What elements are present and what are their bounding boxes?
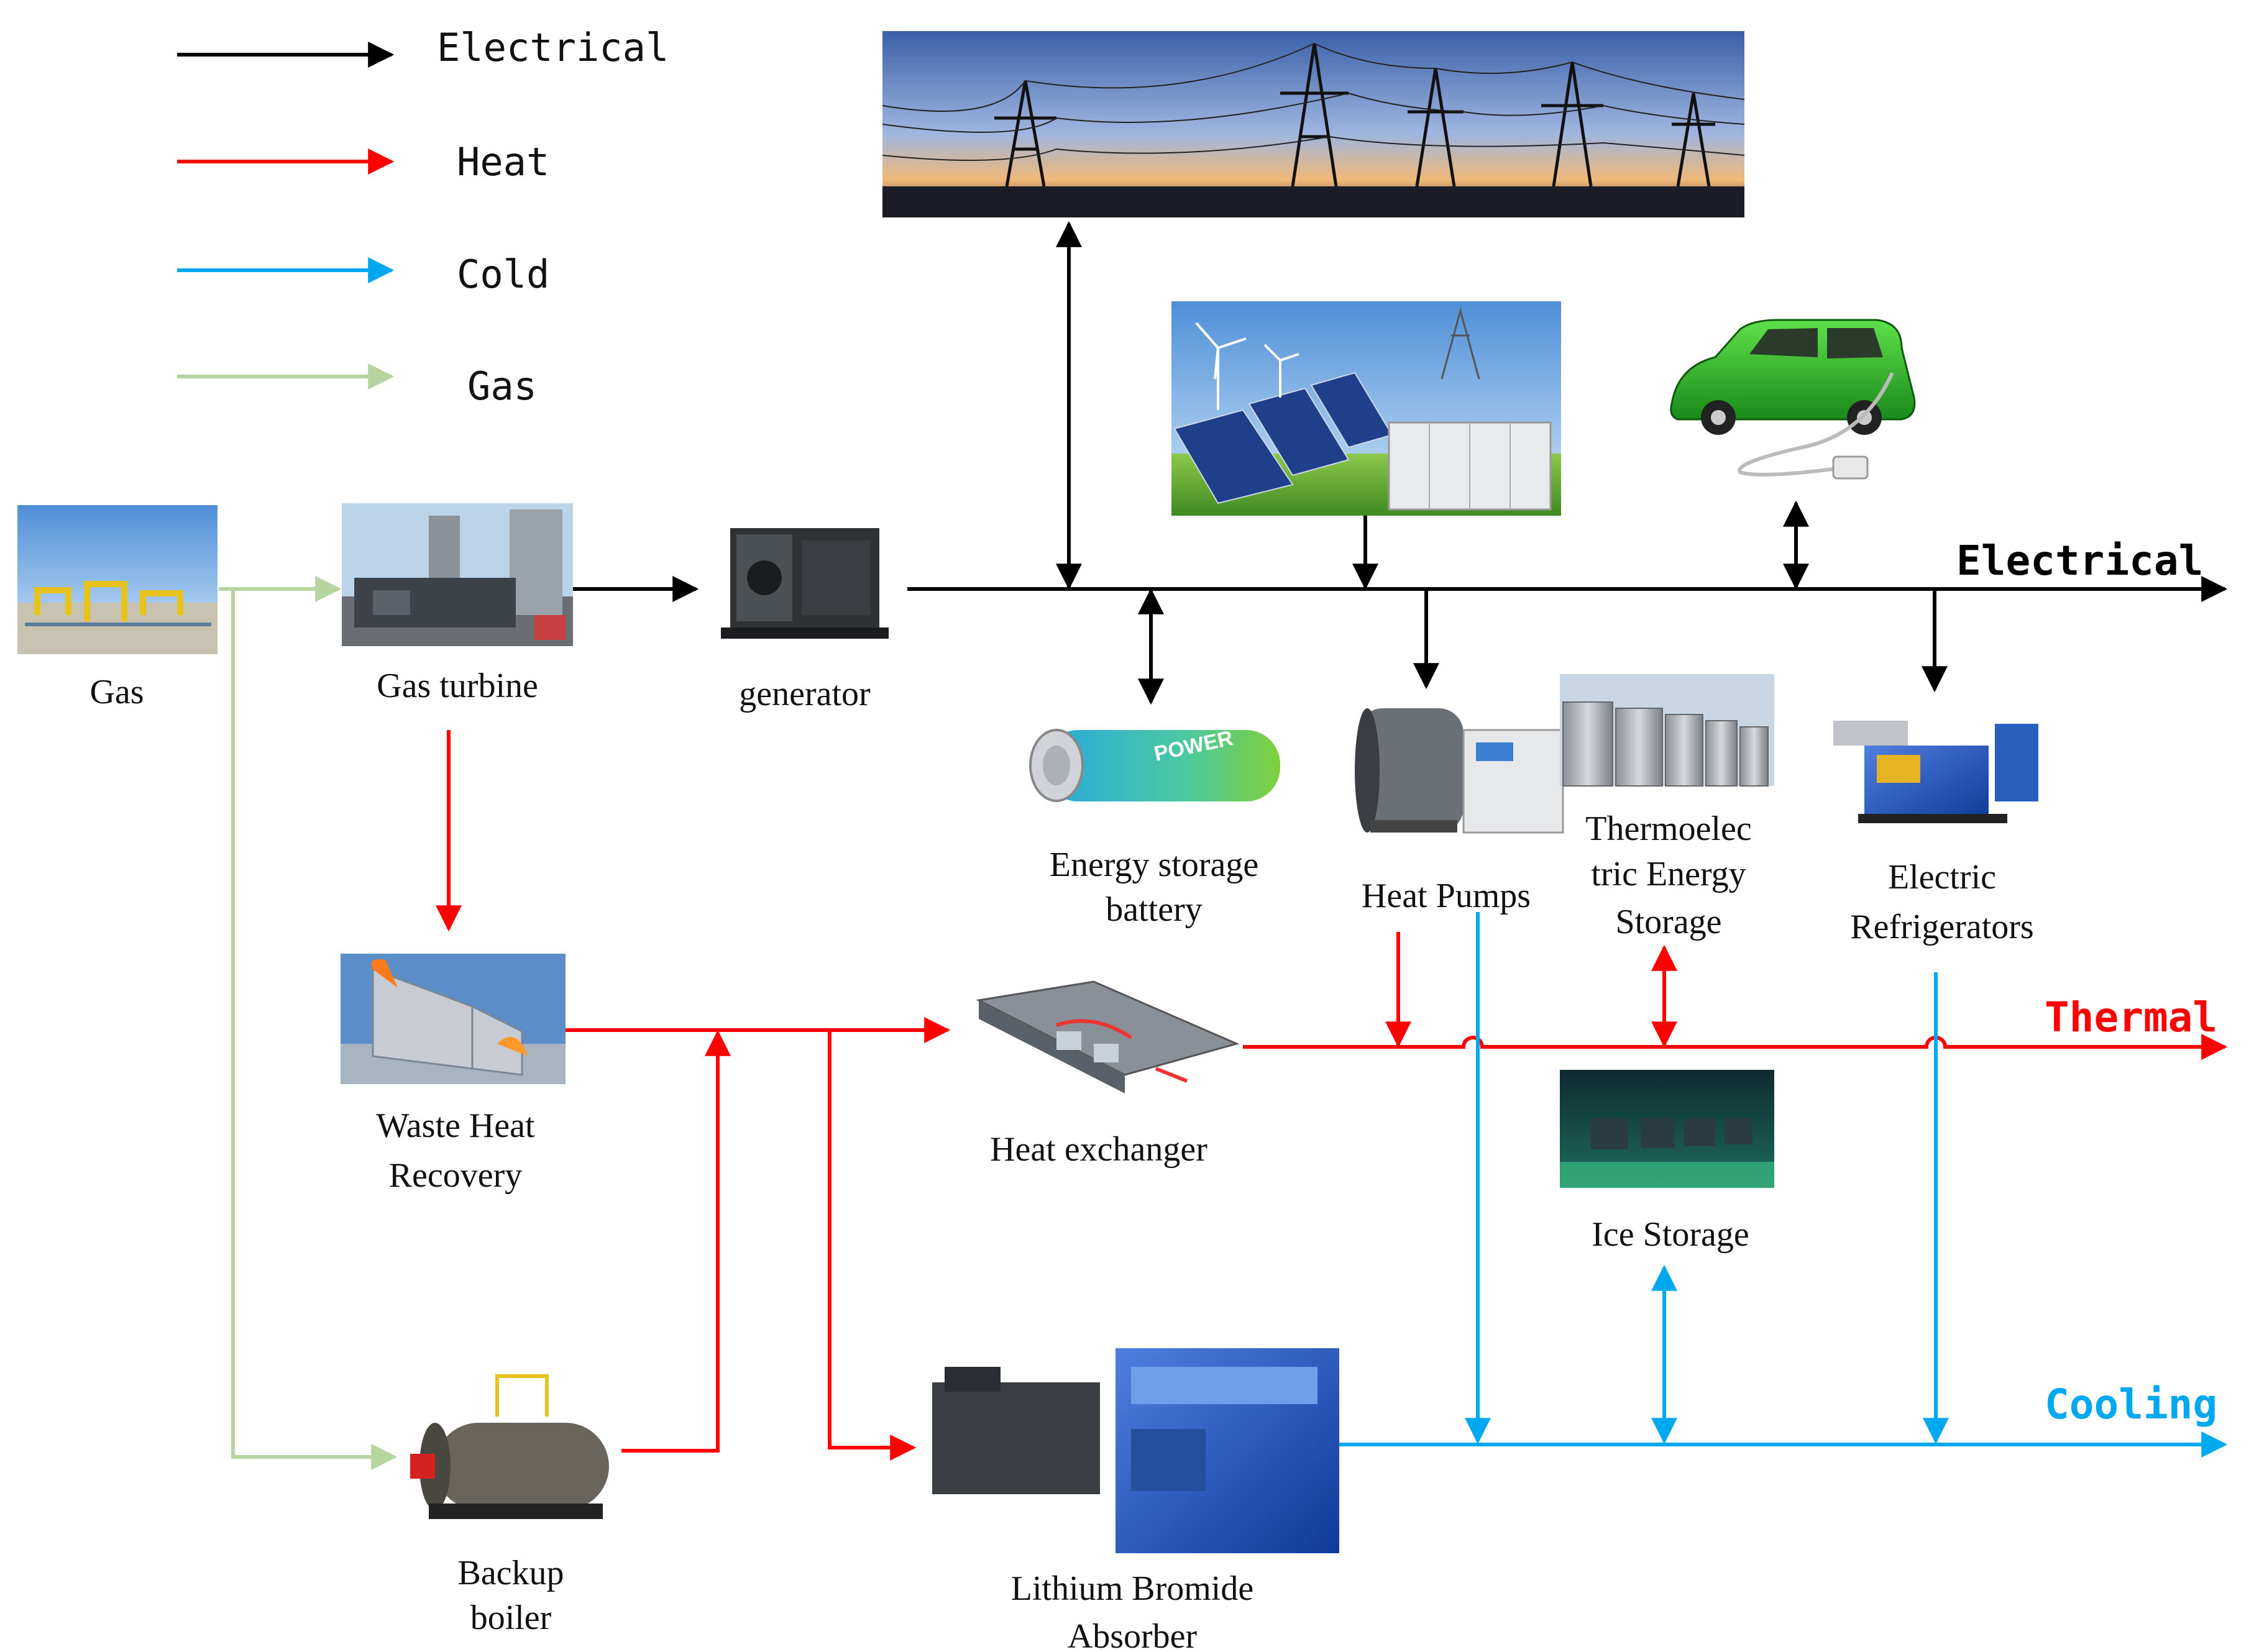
thermo-storage-label-line1: Thermoelec: [1585, 810, 1751, 848]
cooling-bus-label: Cooling: [2045, 1380, 2217, 1428]
boiler-to-heat-line-arrow: [621, 1029, 731, 1453]
renewable-energy-image: [1171, 301, 1561, 516]
electric-refrigerators-image: [1833, 721, 2038, 823]
backup-boiler-label-line1: Backup: [457, 1554, 564, 1592]
refrigerators-label-line1: Electric: [1888, 858, 1996, 897]
thermal-bus-line: [1243, 1034, 2228, 1060]
electrical-bus-label: Electrical: [1956, 537, 2203, 585]
waste-heat-recovery-image: [341, 954, 566, 1084]
backup-boiler-image: [410, 1374, 609, 1519]
gas-turbine-image: [342, 503, 573, 646]
libr-absorber-label-line1: Lithium Bromide: [1011, 1569, 1253, 1608]
gas-turbine-label: Gas turbine: [377, 667, 538, 705]
ice-storage-label: Ice Storage: [1592, 1215, 1749, 1254]
power-grid-image: [882, 31, 1745, 217]
legend-heat-label: Heat: [457, 139, 549, 185]
legend-item-gas: Gas: [177, 363, 537, 409]
heat-exchanger-image: [976, 980, 1240, 1093]
thermo-storage-label-line3: Storage: [1615, 903, 1721, 941]
waste-heat-label-line1: Waste Heat: [376, 1107, 535, 1145]
flow-lines: [219, 221, 2228, 1470]
battery-label-line1: Energy storage: [1050, 846, 1258, 884]
backup-boiler-label-line2: boiler: [470, 1599, 552, 1637]
ice-storage-image: [1560, 1070, 1774, 1188]
generator-image: [721, 528, 889, 639]
battery-label-line2: battery: [1106, 890, 1202, 929]
legend: Electrical Heat Cold Gas: [177, 25, 669, 409]
legend-item-heat: Heat: [177, 139, 549, 185]
battery-image: POWER: [1029, 726, 1280, 802]
thermo-storage-label-line2: tric Energy: [1591, 855, 1746, 893]
legend-item-cold: Cold: [177, 252, 549, 297]
legend-item-electrical: Electrical: [177, 25, 669, 70]
heat-to-absorber-arrow: [828, 1030, 917, 1461]
gas-field-image: [17, 505, 218, 654]
lithium-bromide-absorber-image: [923, 1348, 1339, 1553]
heat-pumps-label: Heat Pumps: [1362, 877, 1531, 915]
legend-gas-label: Gas: [467, 363, 537, 409]
generator-label: generator: [739, 675, 871, 713]
thermal-bus-label: Thermal: [2045, 993, 2217, 1041]
legend-electrical-label: Electrical: [437, 25, 669, 70]
heat-pumps-image: [1355, 708, 1564, 834]
electric-car-image: [1670, 319, 1916, 480]
libr-absorber-label-line2: Absorber: [1068, 1617, 1198, 1652]
gas-label: Gas: [89, 673, 144, 711]
legend-cold-label: Cold: [457, 252, 549, 297]
thermoelectric-storage-image: [1560, 674, 1774, 787]
component-labels: Gas Gas turbine generator Energy storage…: [89, 667, 2033, 1652]
waste-heat-label-line2: Recovery: [389, 1156, 523, 1195]
refrigerators-label-line2: Refrigerators: [1850, 908, 2033, 946]
gas-to-boiler-line: [219, 587, 398, 1470]
heat-exchanger-label: Heat exchanger: [990, 1130, 1207, 1169]
